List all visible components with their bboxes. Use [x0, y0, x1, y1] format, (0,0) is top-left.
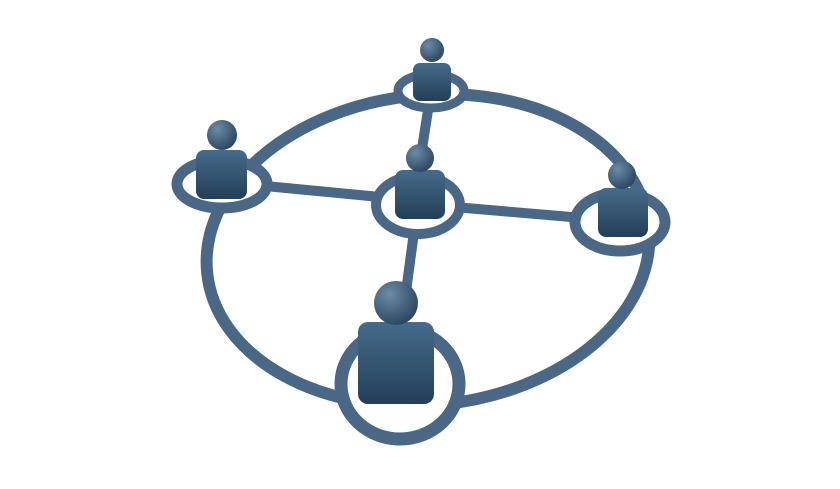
- connection-center-right: [449, 202, 588, 223]
- person-head: [420, 38, 444, 62]
- person-head: [207, 120, 237, 150]
- person-body: [413, 63, 451, 101]
- person-head: [608, 161, 636, 189]
- person-body: [395, 170, 445, 219]
- person-node-right: [569, 161, 671, 257]
- person-head: [374, 281, 418, 325]
- person-node-bottom: [334, 281, 466, 446]
- person-body: [358, 322, 434, 404]
- person-node-top: [393, 38, 469, 113]
- person-head: [406, 144, 434, 172]
- person-body: [196, 150, 247, 199]
- person-body: [598, 188, 648, 237]
- person-node-left: [171, 120, 273, 214]
- person-node-center: [371, 144, 465, 239]
